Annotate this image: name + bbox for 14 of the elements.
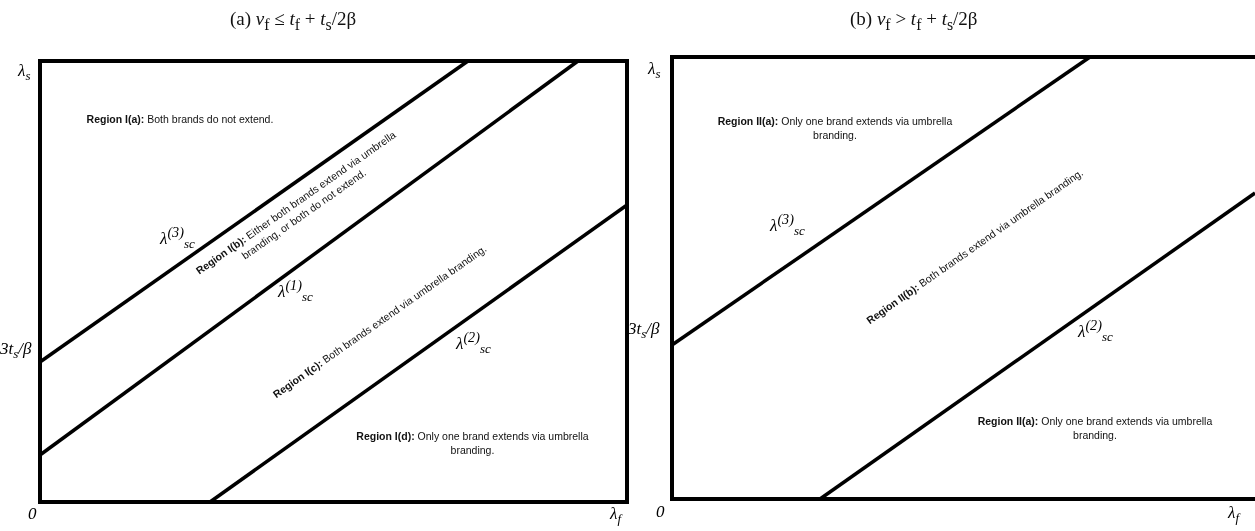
axis-label: 3t$_{s}$/β [0,340,32,361]
region-label: Region I(a): Both brands do not extend. [85,113,275,127]
axis-label: λ$_{s}$ [648,60,661,81]
region-label: Region II(a): Only one brand extends via umbrella branding. [976,415,1214,443]
axis-label: λ$_{s}$ [18,62,31,83]
axis-label: 0 [656,503,665,520]
axis-label: λ$_{f}$ [610,505,621,526]
region-label: Region I(d): Only one brand extends via umbrella branding. [355,430,590,458]
axis-label: 3t$_{s}$/β [628,320,660,341]
axis-label: λ$_{f}$ [1228,504,1239,525]
region-label: Region II(a): Only one brand extends via umbrella branding. [716,115,954,143]
panel-title: (b) v$_{f}$ > t$_{f}$ + t$_{s}$/2β [850,8,979,34]
panel-title: (a) v$_{f}$ ≤ t$_{f}$ + t$_{s}$/2β [230,8,358,34]
axis-label: 0 [28,505,37,522]
